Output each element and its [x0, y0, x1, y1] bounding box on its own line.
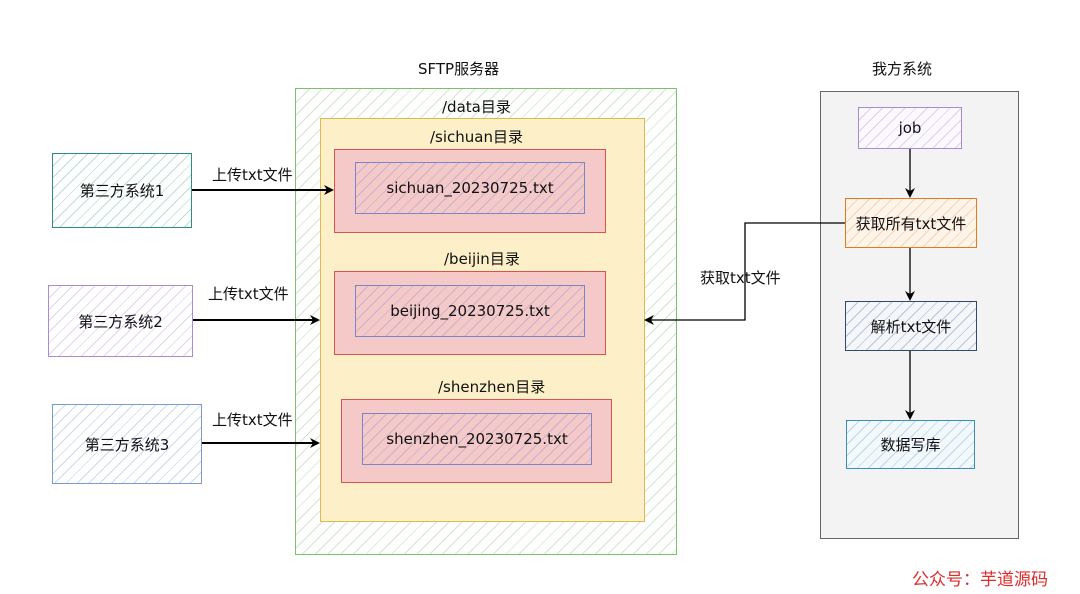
third-party-system-3[interactable]: 第三方系统3	[52, 404, 202, 484]
sichuan-dir-label: /sichuan目录	[430, 128, 523, 146]
fetch-all-txt-node[interactable]: 获取所有txt文件	[845, 198, 977, 248]
sftp-title: SFTP服务器	[418, 60, 500, 78]
parse-txt-node[interactable]: 解析txt文件	[845, 301, 977, 351]
upload-label-3: 上传txt文件	[212, 411, 293, 429]
our-system-title: 我方系统	[872, 60, 933, 78]
fetch-txt-label: 获取txt文件	[700, 269, 781, 287]
watermark: 公众号：芋道源码	[912, 570, 1048, 590]
upload-label-2: 上传txt文件	[208, 285, 289, 303]
job-node[interactable]: job	[858, 107, 962, 149]
write-db-node[interactable]: 数据写库	[846, 420, 975, 469]
third-party-system-1[interactable]: 第三方系统1	[52, 153, 192, 228]
shenzhen-file[interactable]: shenzhen_20230725.txt	[362, 413, 592, 465]
third-party-system-2[interactable]: 第三方系统2	[48, 285, 193, 357]
beijing-file[interactable]: beijing_20230725.txt	[355, 285, 585, 337]
shenzhen-dir-label: /shenzhen目录	[438, 378, 546, 396]
beijin-dir-label: /beijin目录	[444, 250, 520, 268]
upload-label-1: 上传txt文件	[212, 166, 293, 184]
sichuan-file[interactable]: sichuan_20230725.txt	[355, 162, 585, 214]
data-dir-label: /data目录	[442, 98, 511, 116]
fetch-arrow	[644, 222, 845, 325]
sichuan-dir-box	[334, 149, 606, 233]
